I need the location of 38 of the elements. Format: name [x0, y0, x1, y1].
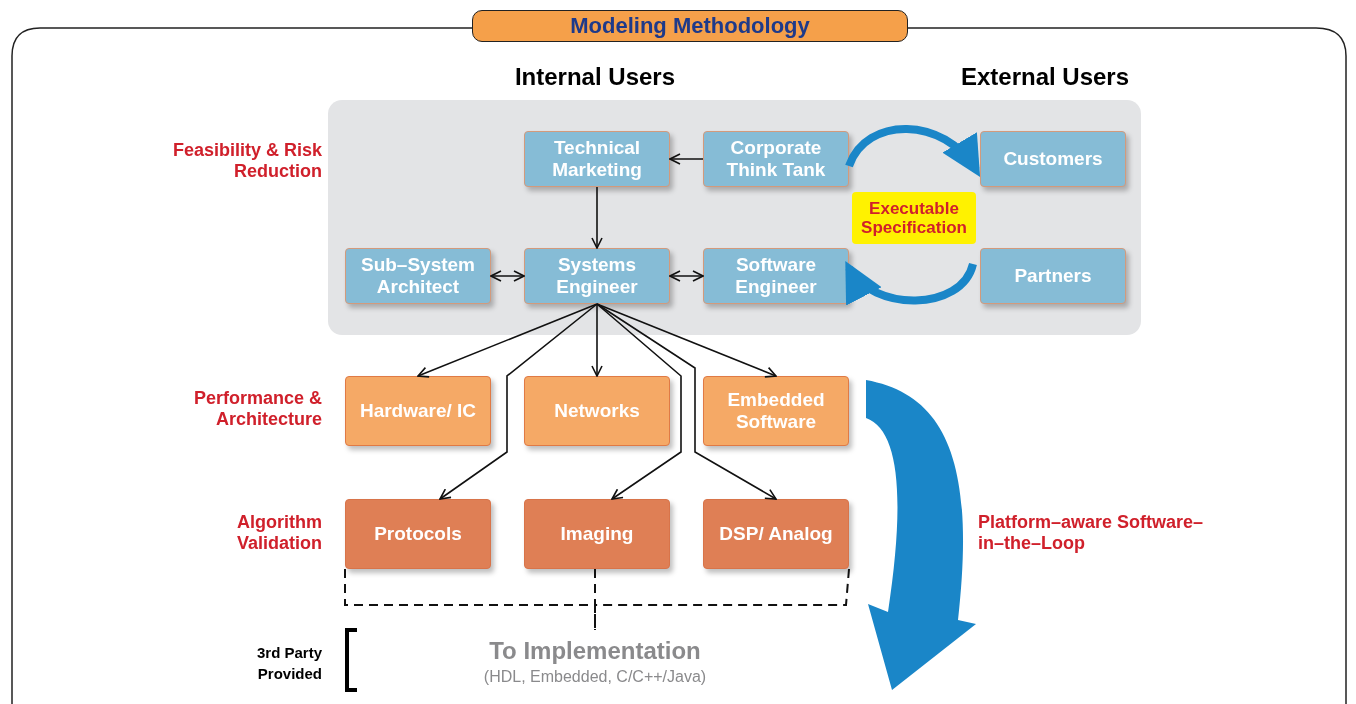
process-box: Systems Engineer: [524, 248, 670, 304]
arrow: [591, 303, 603, 377]
process-box: Partners: [980, 248, 1126, 304]
destination-subtext: (HDL, Embedded, C/C++/Java): [483, 667, 707, 687]
title-banner: Modeling Methodology: [472, 10, 908, 42]
connector-line: [594, 568, 596, 631]
arrow: [596, 303, 777, 378]
stage-label: Feasibility & Risk Reduction: [171, 140, 322, 182]
connector-line: [344, 568, 596, 631]
arrow: [417, 303, 598, 378]
process-box: Hardware/ IC: [345, 376, 491, 446]
process-box: Protocols: [345, 499, 491, 569]
process-box: Customers: [980, 131, 1126, 187]
stage-label: Performance & Architecture: [192, 388, 322, 430]
process-box: Software Engineer: [703, 248, 849, 304]
process-box: Corporate Think Tank: [703, 131, 849, 187]
highlight-note: Executable Specification: [852, 192, 976, 244]
column-heading: External Users: [959, 62, 1131, 92]
arrow: [490, 270, 525, 282]
arrow: [669, 270, 704, 282]
arrow: [669, 153, 704, 165]
group-panel: [328, 100, 1141, 335]
destination-heading: To Implementation: [489, 636, 701, 666]
curved-arrow: [844, 261, 977, 306]
arrow: [596, 303, 777, 500]
stage-label: Algorithm Validation: [235, 512, 322, 554]
column-heading: Internal Users: [513, 62, 677, 92]
arrow-caption: Platform–aware Software–in–the–Loop: [978, 512, 1205, 554]
process-box: Sub–System Architect: [345, 248, 491, 304]
process-box: Technical Marketing: [524, 131, 670, 187]
side-note: 3rd Party Provided: [255, 643, 322, 684]
process-box: Embedded Software: [703, 376, 849, 446]
process-box: Networks: [524, 376, 670, 446]
process-box: Imaging: [524, 499, 670, 569]
process-box: DSP/ Analog: [703, 499, 849, 569]
arrow: [439, 303, 598, 500]
arrow: [591, 186, 603, 249]
curved-arrow: [845, 125, 981, 177]
